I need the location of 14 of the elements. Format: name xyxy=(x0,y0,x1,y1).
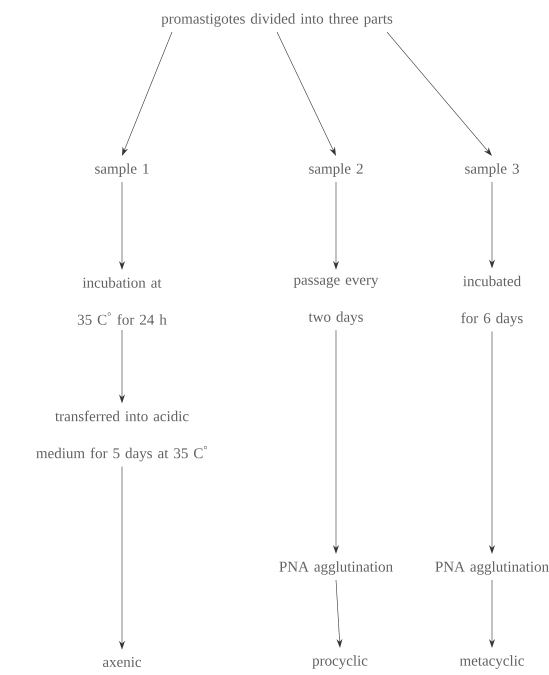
step-text: transferred into acidic medium for 5 days at 35 C$^{°}$ xyxy=(36,410,208,462)
step-text: sample 1 xyxy=(95,163,149,177)
step-text: metacyclic xyxy=(460,655,524,669)
step-text: promastigotes divided into three parts xyxy=(161,13,392,27)
step-text: PNA agglutination xyxy=(279,561,393,575)
step-text: sample 2 xyxy=(309,163,363,177)
step-text: sample 3 xyxy=(465,163,519,177)
step-text: incubated for 6 days xyxy=(461,276,523,326)
step-text: procyclic xyxy=(312,655,368,669)
step-text: incubation at 35 C$^{°}$ for 24 h xyxy=(78,277,167,325)
arrow xyxy=(386,32,492,156)
step-text: PNA agglutination xyxy=(435,561,549,575)
step-text: axenic xyxy=(102,656,142,668)
step-text: passage every two days xyxy=(294,277,378,325)
